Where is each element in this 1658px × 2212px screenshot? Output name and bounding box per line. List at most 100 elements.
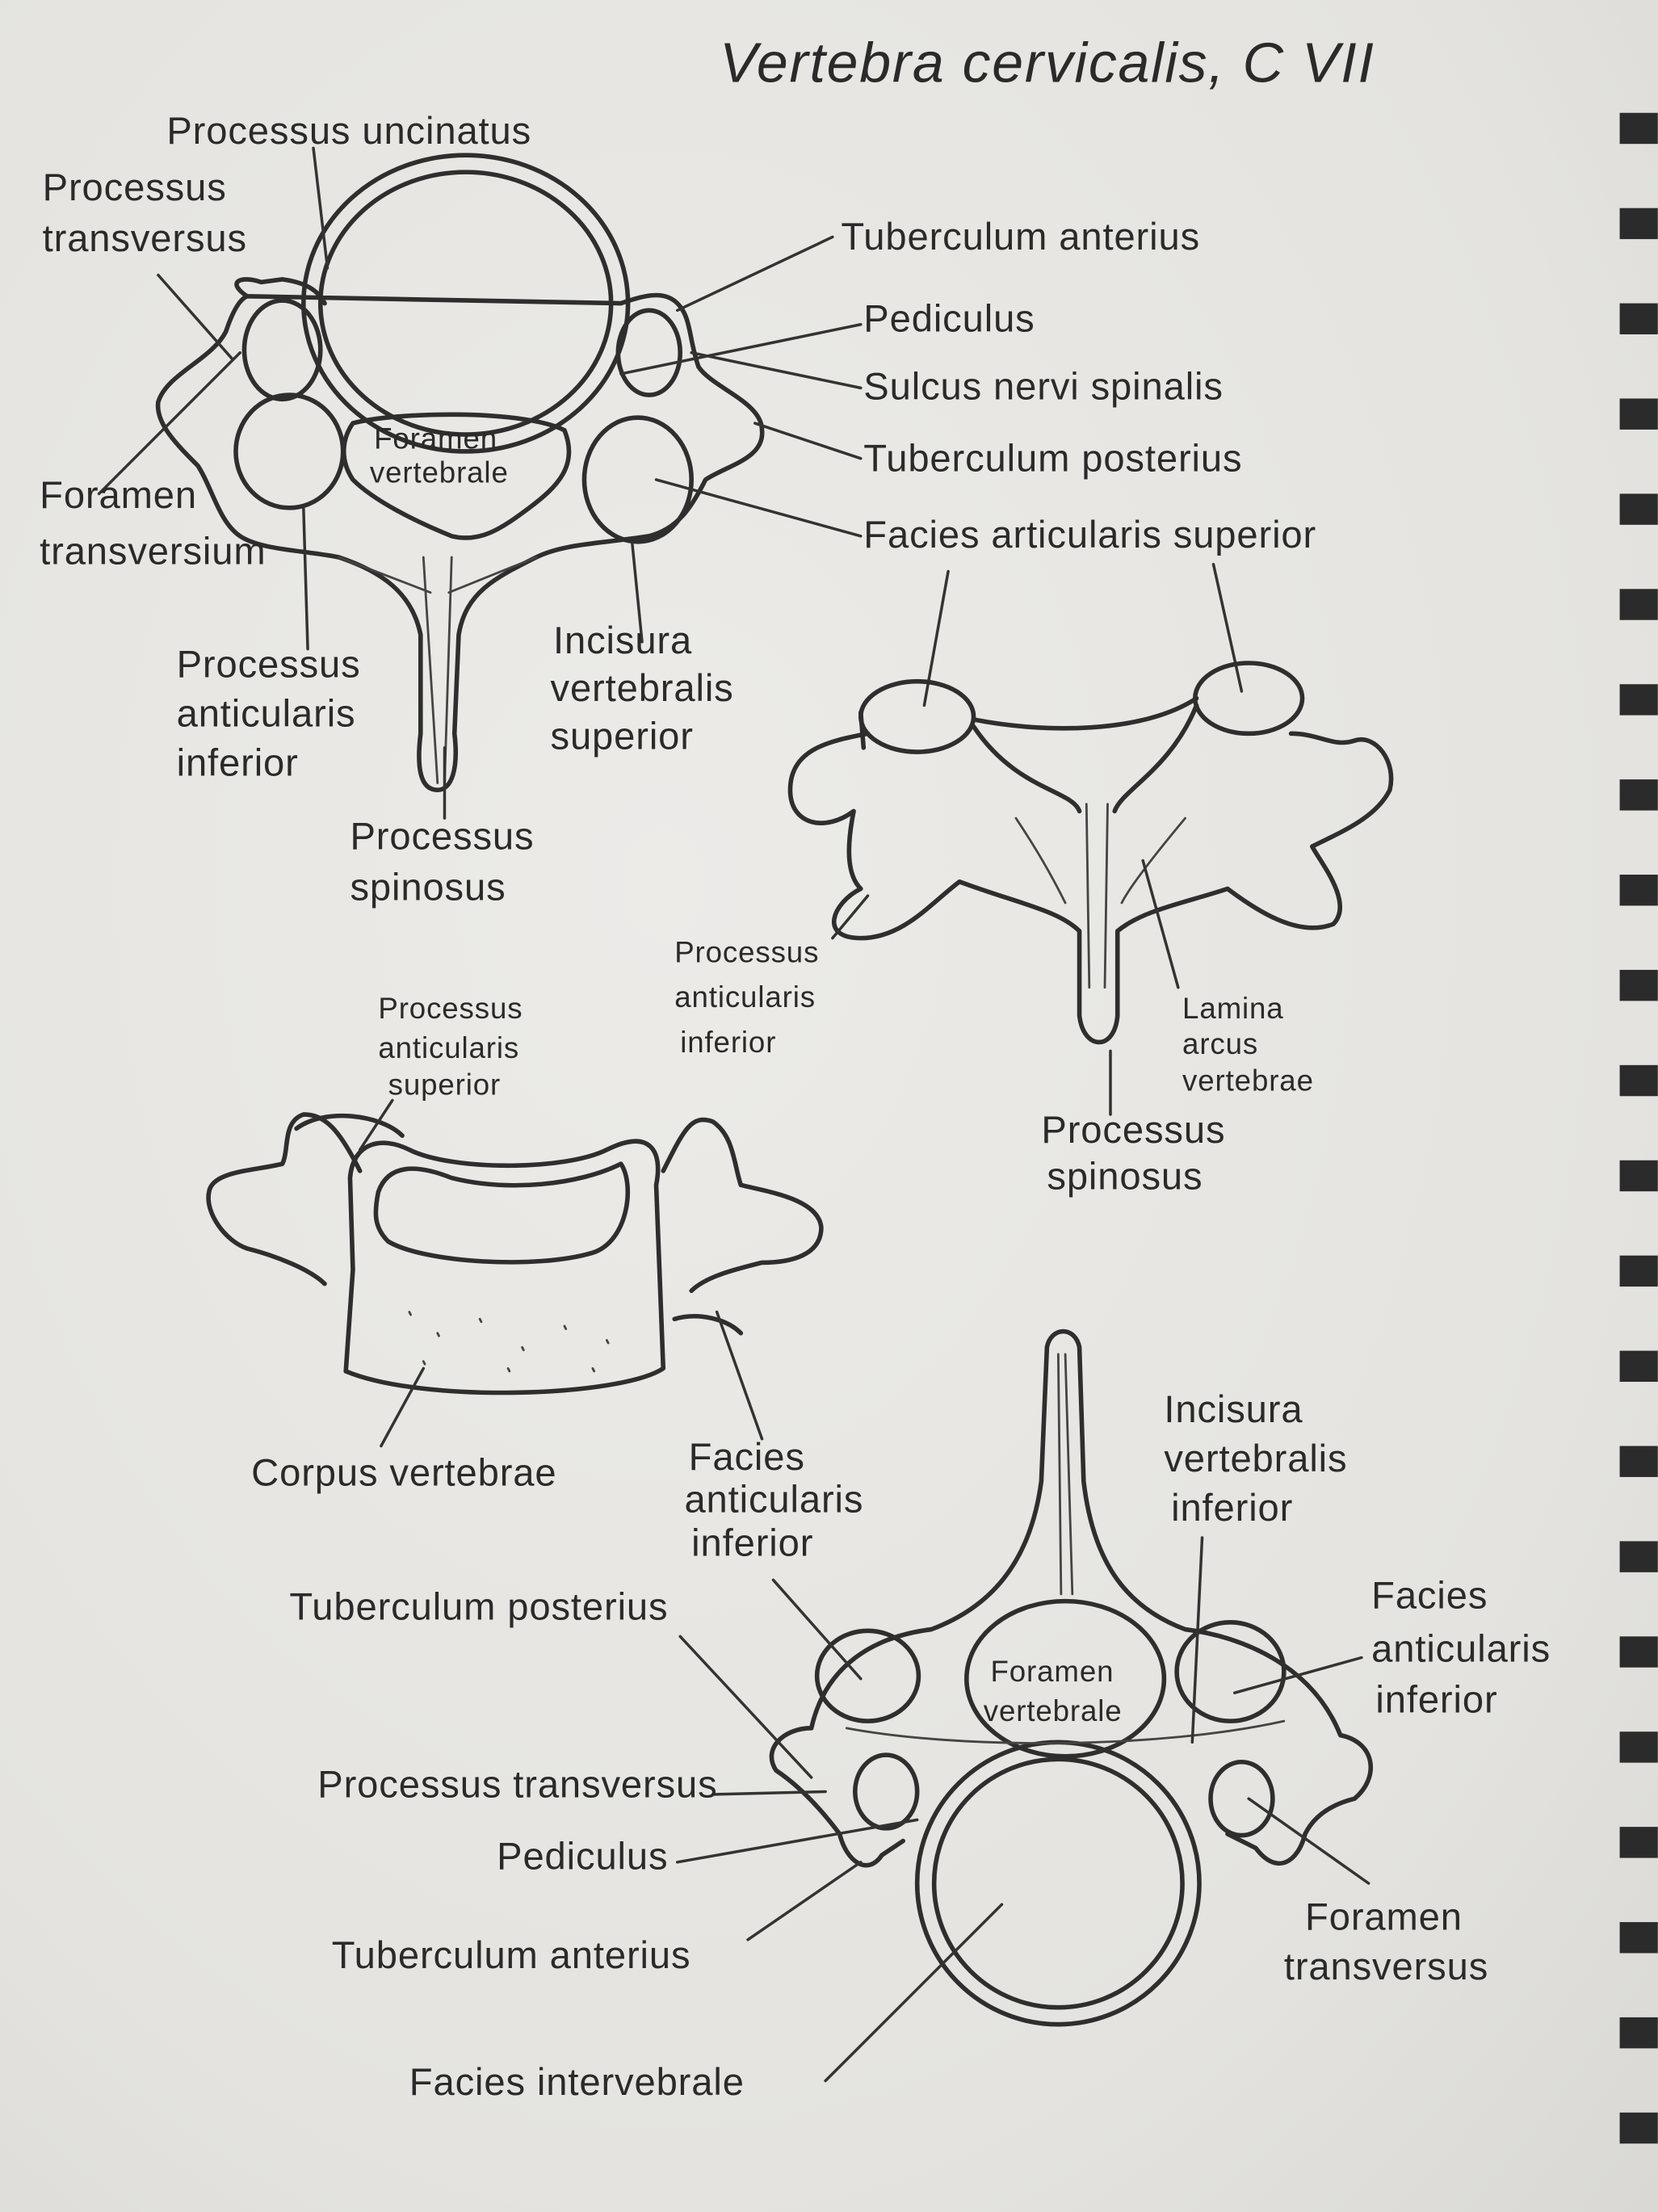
label-processus-articularis-inferior: inferior <box>680 1026 776 1059</box>
label-sulcus-nervi-spinalis: Sulcus nervi spinalis <box>863 364 1224 407</box>
body-rim <box>931 1757 1185 2010</box>
label-facies-articularis-inferior: Facies <box>1371 1573 1488 1616</box>
label-foramen-vertebrale: Foramen <box>374 422 497 455</box>
label-foramen-vertebrale: vertebrale <box>370 455 509 489</box>
figure-inferior-view: Foramen vertebrale Tuberculum posterius … <box>289 1328 1551 2103</box>
spine-contours <box>845 1353 1286 1744</box>
spiral-ring <box>1619 684 1658 716</box>
label-processus-spinosus: spinosus <box>350 865 506 908</box>
spiral-ring <box>1619 493 1658 525</box>
label-processus-spinosus: Processus <box>1041 1108 1225 1151</box>
spiral-ring <box>1619 1827 1658 1858</box>
spiral-ring <box>1619 1636 1658 1668</box>
spiral-ring <box>1619 875 1658 906</box>
spiral-ring <box>1619 2017 1658 2049</box>
spiral-ring <box>1619 1350 1658 1383</box>
spiral-ring <box>1619 303 1658 334</box>
foramen-transversarium-right <box>1208 1759 1275 1838</box>
label-incisura-vertebralis-superior: superior <box>551 715 694 758</box>
body-rim <box>317 170 614 437</box>
label-foramen-transversium: transversium <box>40 530 266 573</box>
label-tuberculum-anterius: Tuberculum anterius <box>841 215 1200 258</box>
label-facies-intervertebralis: Facies intervebrale <box>409 2060 745 2103</box>
spiral-ring <box>1619 1160 1658 1192</box>
label-incisura-vertebralis-superior: Incisura <box>553 619 692 661</box>
label-pediculus: Pediculus <box>863 297 1035 340</box>
leader-lines <box>97 146 1244 820</box>
label-processus-articularis-inferior: Processus <box>674 935 819 968</box>
label-lamina-arcus-vertebrae: arcus <box>1182 1027 1258 1060</box>
label-incisura-vertebralis-superior: vertebralis <box>551 666 734 709</box>
label-corpus-vertebrae: Corpus vertebrae <box>251 1450 556 1493</box>
body-stipple <box>408 1311 610 1373</box>
spiral-ring <box>1619 1541 1658 1572</box>
label-incisura-vertebralis-inferior: inferior <box>1171 1486 1293 1529</box>
label-processus-articularis-inferior: inferior <box>177 741 299 784</box>
label-tuberculum-anterius: Tuberculum anterius <box>332 1933 691 1976</box>
spiral-ring <box>1619 112 1658 145</box>
anterior-outline <box>206 1112 824 1294</box>
spiral-ring <box>1619 1922 1658 1954</box>
page-title: Vertebra cervicalis, C VII <box>720 31 1375 94</box>
vertebral-body <box>301 153 631 454</box>
foramen-transversarium-left <box>241 298 323 402</box>
label-processus-transversus: Processus transversus <box>317 1762 717 1805</box>
label-processus-articularis-superior: anticularis <box>378 1031 519 1064</box>
inferior-facet <box>672 1314 744 1336</box>
label-incisura-vertebralis-inferior: vertebralis <box>1164 1437 1347 1480</box>
spiral-binding <box>1619 112 1658 2144</box>
label-tuberculum-posterius: Tuberculum posterius <box>863 436 1242 479</box>
facet-right <box>581 415 694 544</box>
label-tuberculum-posterius: Tuberculum posterius <box>289 1584 668 1627</box>
label-processus-spinosus: Processus <box>350 815 534 858</box>
label-foramen-transversus: Foramen <box>1305 1895 1463 1938</box>
facet-left <box>233 392 346 510</box>
spiral-ring <box>1619 969 1658 1001</box>
label-facies-articularis-superior: Facies articularis superior <box>863 513 1316 556</box>
spiral-ring <box>1619 1255 1658 1287</box>
label-facies-articularis-inferior: inferior <box>1375 1678 1497 1721</box>
superior-facet <box>294 1113 405 1138</box>
spiral-ring <box>1619 1731 1658 1763</box>
label-facies-articularis-inferior: anticularis <box>1371 1627 1551 1670</box>
leader-lines <box>831 858 1180 1116</box>
figure-posterior-view: Processus anticularis inferior Lamina ar… <box>674 661 1394 1198</box>
superior-facet-right <box>1193 661 1305 737</box>
spiral-ring <box>1619 779 1658 811</box>
label-lamina-arcus-vertebrae: vertebrae <box>1182 1064 1314 1097</box>
label-processus-articularis-inferior: Processus <box>177 642 361 685</box>
facet-right <box>1174 1620 1287 1723</box>
label-foramen-transversium: Foramen <box>40 473 197 516</box>
label-processus-articularis-inferior: anticularis <box>674 980 816 1014</box>
leader-lines <box>358 1098 764 1448</box>
spine-contours <box>338 556 538 784</box>
figure-anterior-view: Processus anticularis superior Corpus ve… <box>206 992 863 1564</box>
label-processus-articularis-superior: superior <box>388 1068 501 1102</box>
spiral-ring <box>1619 1064 1658 1097</box>
spiral-ring <box>1619 208 1658 240</box>
spiral-ring <box>1619 589 1658 620</box>
vertebral-body <box>343 1139 666 1396</box>
superior-surface <box>373 1161 631 1265</box>
label-processus-articularis-inferior: anticularis <box>177 692 356 735</box>
foramen-vertebrale <box>341 412 572 540</box>
label-processus-articularis-superior: Processus <box>378 992 523 1025</box>
vertebra-outline <box>155 277 765 793</box>
facet-left <box>814 1628 921 1723</box>
foramen-transversarium-right <box>615 308 683 397</box>
label-processus-transversus: Processus <box>43 166 227 208</box>
vertebral-body <box>914 1740 1202 2027</box>
spiral-ring <box>1619 398 1658 430</box>
posterior-outline <box>787 731 1394 1045</box>
leader-lines <box>675 1536 1370 2083</box>
label-facies-articularis-inferior: Facies <box>689 1435 805 1478</box>
label-facies-articularis-inferior: inferior <box>691 1522 813 1564</box>
label-processus-uncinatus: Processus uncinatus <box>166 109 531 152</box>
superior-facet-left <box>858 678 976 754</box>
label-foramen-vertebrale: vertebrale <box>984 1694 1123 1727</box>
lamina-edge <box>858 695 1199 814</box>
spiral-ring <box>1619 1446 1658 1477</box>
lamina-contours <box>1014 803 1186 989</box>
